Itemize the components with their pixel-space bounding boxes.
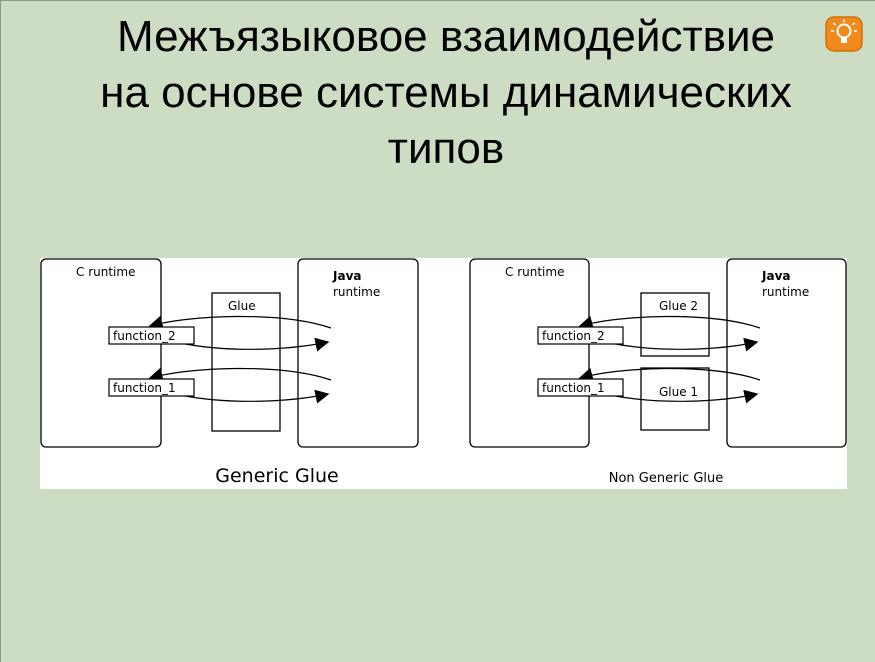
generic-glue-diagram: C runtime Java runtime Glue function_2 f… — [40, 258, 419, 487]
function-1-box — [537, 378, 624, 397]
generic-glue-caption: Generic Glue — [215, 465, 338, 487]
java-runtime-box — [297, 258, 419, 448]
arrow-function-1-to-java — [179, 389, 330, 404]
non-generic-glue-caption: Non Generic Glue — [609, 471, 724, 486]
glue-label: Glue — [228, 299, 256, 313]
arrow-java-to-function-1 — [148, 367, 332, 382]
function-1-box — [108, 378, 195, 397]
arrow-function-1-to-java — [609, 389, 759, 404]
arrow-java-to-function-1 — [578, 367, 761, 382]
glue-box — [211, 292, 281, 432]
runtime-label: runtime — [333, 285, 380, 299]
arrow-java-to-function-2 — [578, 315, 761, 330]
java-label: Java — [761, 269, 790, 283]
glue-2-label: Glue 2 — [659, 299, 698, 313]
non-generic-glue-diagram: C runtime Java runtime Glue 2 Glue 1 fun… — [469, 258, 847, 486]
diagram-background — [40, 258, 847, 489]
c-runtime-box — [469, 258, 590, 448]
c-runtime-label: C runtime — [76, 265, 135, 279]
java-label: Java — [332, 269, 361, 283]
function-1-label: function_1 — [542, 381, 605, 395]
function-2-box — [108, 326, 195, 345]
slide-title: Межъязыковое взаимодействие на основе си… — [21, 9, 871, 177]
c-runtime-box — [40, 258, 162, 448]
arrow-java-to-function-2 — [148, 315, 332, 330]
glue-1-box — [640, 367, 710, 431]
title-line-1: Межъязыковое взаимодействие — [116, 12, 776, 61]
diagram-image: C runtime Java runtime Glue function_2 f… — [40, 258, 847, 489]
title-line-2: на основе системы динамических — [100, 68, 792, 117]
function-2-label: function_2 — [542, 329, 605, 343]
runtime-label: runtime — [762, 285, 809, 299]
c-runtime-label: C runtime — [505, 265, 564, 279]
arrow-function-2-to-java — [179, 337, 330, 352]
arrow-function-2-to-java — [609, 337, 759, 352]
java-runtime-box — [726, 258, 847, 448]
glue-1-label: Glue 1 — [659, 385, 698, 399]
lightbulb-icon[interactable] — [824, 16, 864, 52]
title-line-3: типов — [387, 124, 505, 173]
glue-2-box — [640, 292, 710, 357]
function-2-label: function_2 — [113, 329, 176, 343]
function-2-box — [537, 326, 624, 345]
function-1-label: function_1 — [113, 381, 176, 395]
